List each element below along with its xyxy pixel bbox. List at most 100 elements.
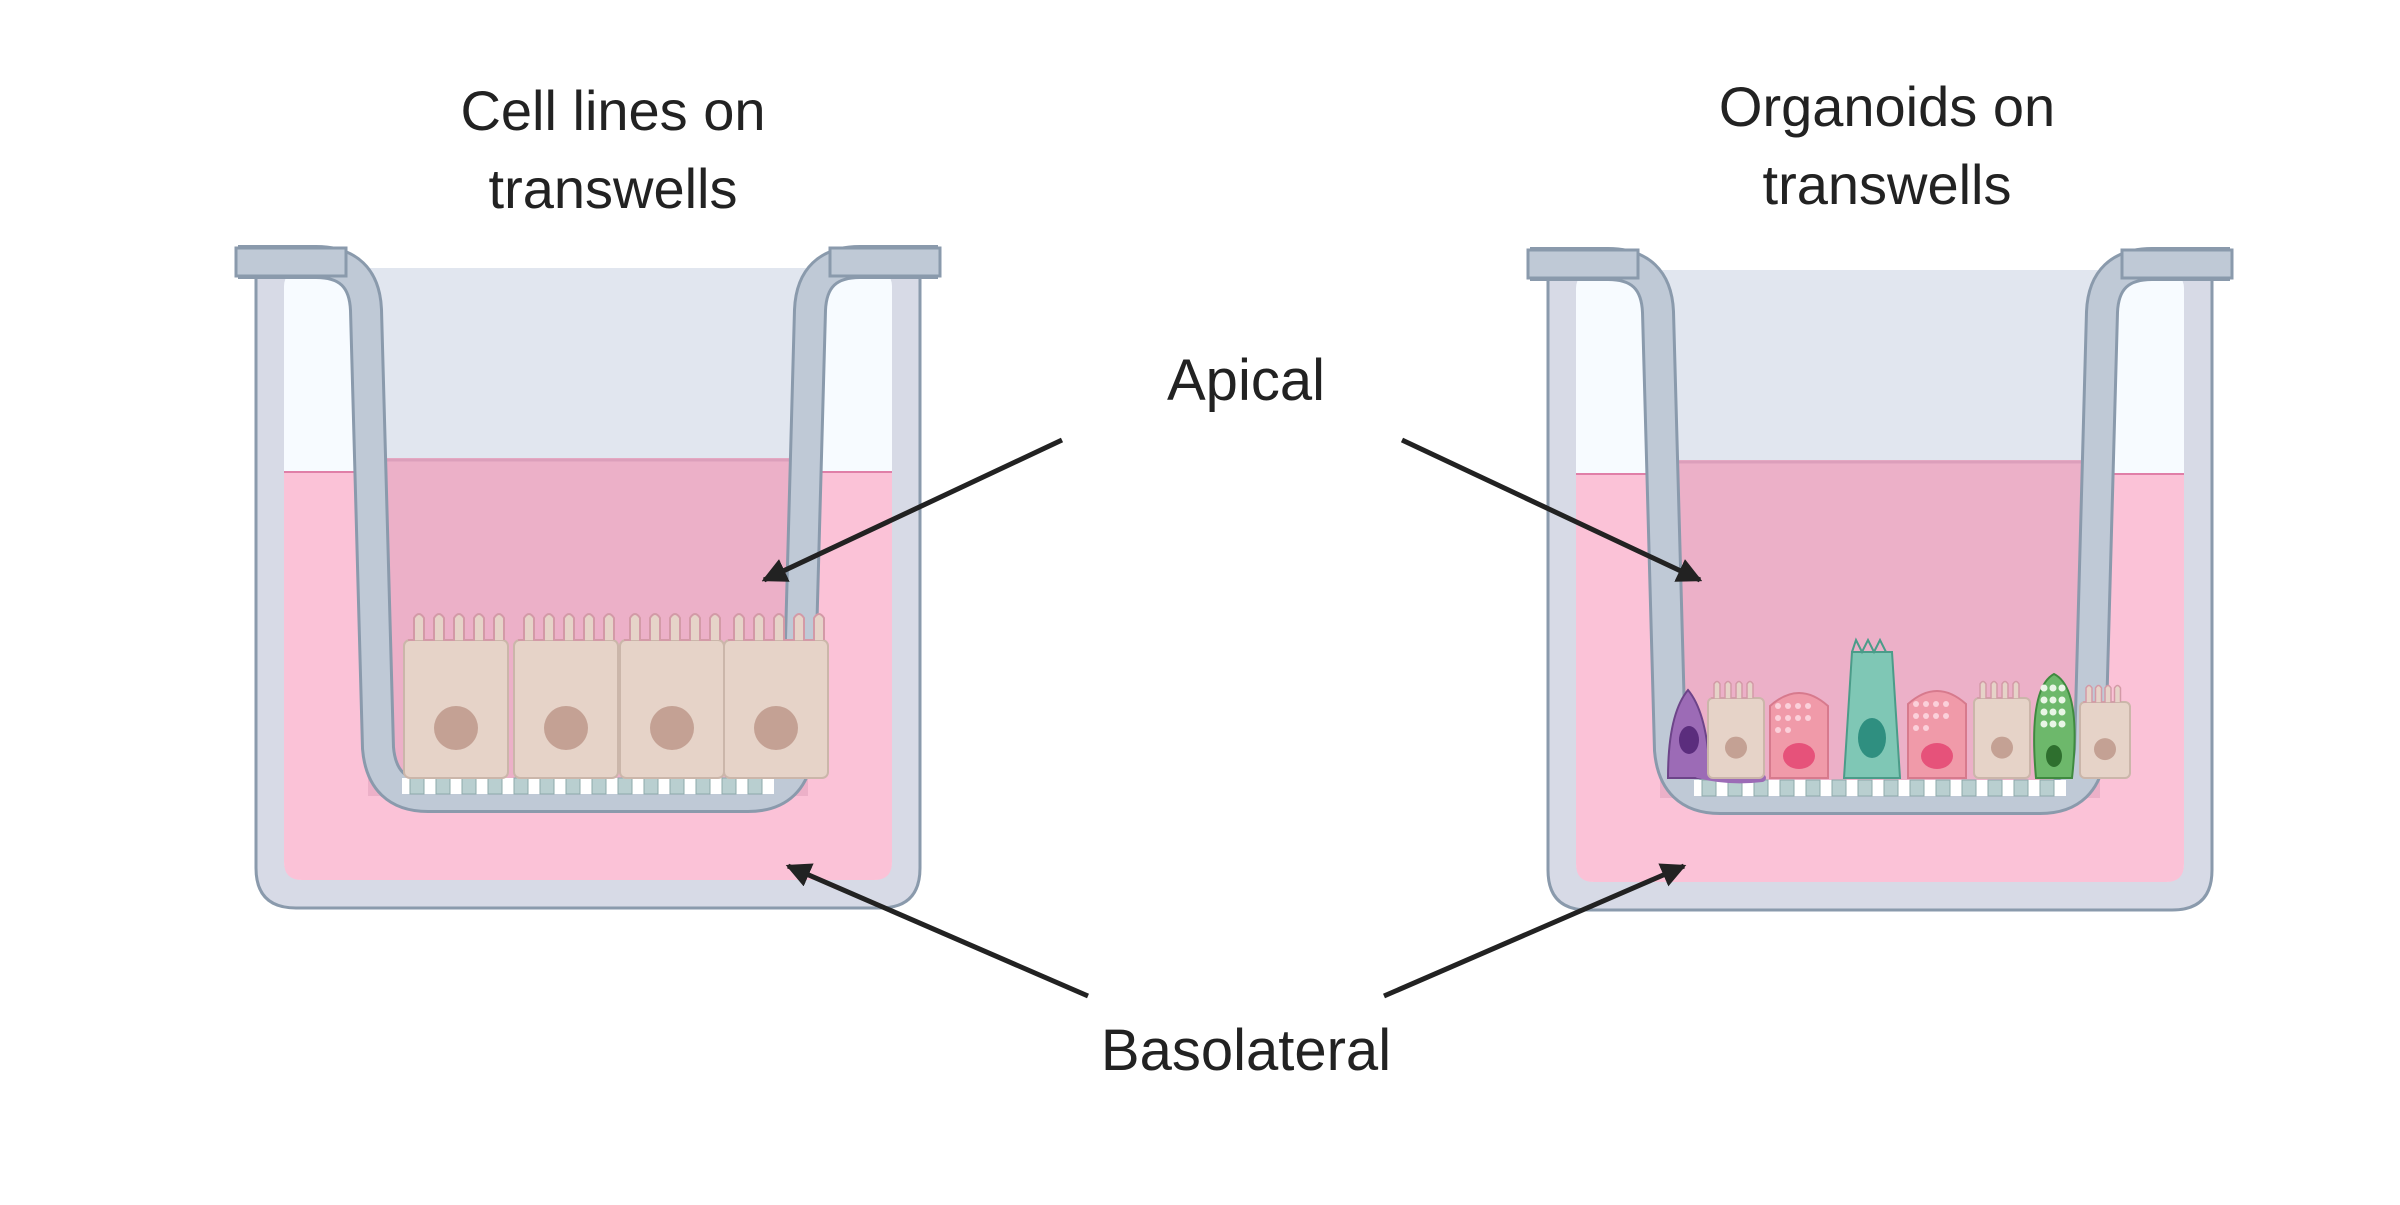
- membrane-pore: [409, 777, 425, 795]
- membrane-pore: [539, 777, 555, 795]
- membrane-pore: [643, 777, 659, 795]
- title-organoids-line2: transwells: [1762, 153, 2012, 216]
- paneth-granule: [2058, 720, 2066, 728]
- membrane-pore: [591, 777, 607, 795]
- teal-cell-apex: [1851, 637, 1892, 655]
- insert-headspace: [368, 268, 808, 458]
- cell-nucleus: [1991, 736, 2013, 759]
- transwell-organoids: [1526, 247, 2234, 912]
- membrane-pore: [1961, 779, 1977, 797]
- label-basolateral: Basolateral: [1100, 1018, 1392, 1083]
- mucin-granule: [1775, 727, 1781, 733]
- mucin-granule: [1775, 703, 1781, 709]
- membrane-pore: [721, 777, 737, 795]
- mucin-granule: [1923, 725, 1929, 731]
- membrane-pore: [1987, 779, 2003, 797]
- cell-nucleus: [650, 706, 694, 750]
- membrane-pore: [669, 777, 685, 795]
- teal-cell-nucleus: [1858, 718, 1886, 758]
- mucin-granule: [1795, 703, 1801, 709]
- paneth-granule: [2058, 684, 2066, 692]
- membrane-pore: [617, 777, 633, 795]
- insert-wall: [1530, 250, 2230, 812]
- paneth-granule: [2049, 696, 2057, 704]
- membrane-pore: [1805, 779, 1821, 797]
- paneth-granule: [2058, 696, 2066, 704]
- title-cell-lines-line1: Cell lines on: [460, 79, 766, 142]
- enteroendocrine-nucleus: [1679, 726, 1699, 754]
- microvilli: [1977, 680, 2020, 699]
- membrane-pore: [1857, 779, 1873, 797]
- mucin-granule: [1805, 703, 1811, 709]
- paneth-granule: [2058, 708, 2066, 716]
- title-cell-lines-line2: transwells: [488, 157, 738, 220]
- mucin-granule: [1805, 715, 1811, 721]
- mucin-granule: [1785, 703, 1791, 709]
- cell-nucleus: [2094, 738, 2116, 761]
- insert-headspace: [1660, 270, 2100, 460]
- transwell-cell-lines: [234, 245, 942, 910]
- cell-nucleus: [434, 706, 478, 750]
- cell-nucleus: [1725, 736, 1747, 759]
- mucin-granule: [1795, 715, 1801, 721]
- mucin-granule: [1785, 715, 1791, 721]
- mucin-granule: [1943, 701, 1949, 707]
- mucin-granule: [1943, 713, 1949, 719]
- arrow-apical-right: [1400, 437, 1703, 583]
- arrow-basolateral-left: [785, 863, 1089, 999]
- paneth-granule: [2049, 708, 2057, 716]
- membrane-pore: [513, 777, 529, 795]
- mucin-granule: [1913, 701, 1919, 707]
- membrane-pore: [1935, 779, 1951, 797]
- membrane-pore: [565, 777, 581, 795]
- goblet-nucleus: [1921, 743, 1953, 769]
- paneth-nucleus: [2046, 745, 2062, 767]
- microvilli: [1711, 680, 1754, 699]
- membrane-pore: [695, 777, 711, 795]
- paneth-granule: [2049, 720, 2057, 728]
- membrane-pore: [1883, 779, 1899, 797]
- teal-cell: [1842, 651, 1902, 779]
- paneth-granule: [2040, 696, 2048, 704]
- membrane-pore: [487, 777, 503, 795]
- paneth-granule: [2040, 720, 2048, 728]
- microvilli: [408, 613, 505, 641]
- cell-nucleus: [544, 706, 588, 750]
- insert-wall: [238, 248, 938, 810]
- membrane-pore: [1831, 779, 1847, 797]
- label-apical: Apical: [1167, 348, 1325, 413]
- arrows: [761, 437, 1703, 999]
- membrane-pore: [747, 777, 763, 795]
- title-organoids-line1: Organoids on: [1718, 75, 2056, 138]
- arrow-apical-left: [761, 437, 1064, 583]
- membrane-pore: [435, 777, 451, 795]
- mucin-granule: [1923, 713, 1929, 719]
- arrow-basolateral-right: [1383, 863, 1687, 999]
- title-organoids: Organoids on transwells: [1587, 68, 2187, 224]
- microvilli: [518, 613, 615, 641]
- mucin-granule: [1913, 713, 1919, 719]
- microvilli: [624, 613, 721, 641]
- microvilli: [728, 613, 825, 641]
- mucin-granule: [1933, 701, 1939, 707]
- mucin-granule: [1785, 727, 1791, 733]
- paneth-granule: [2049, 684, 2057, 692]
- mucin-granule: [1913, 725, 1919, 731]
- membrane-pore: [1779, 779, 1795, 797]
- paneth-granule: [2040, 708, 2048, 716]
- mucin-granule: [1775, 715, 1781, 721]
- goblet-nucleus: [1783, 743, 1815, 769]
- membrane-pore: [1701, 779, 1717, 797]
- membrane-pore: [461, 777, 477, 795]
- title-cell-lines: Cell lines on transwells: [313, 72, 913, 228]
- membrane-pore: [1909, 779, 1925, 797]
- paneth-granule: [2040, 684, 2048, 692]
- cell-nucleus: [754, 706, 798, 750]
- insert-rim-right: [2120, 248, 2234, 280]
- membrane-pore: [2039, 779, 2055, 797]
- mucin-granule: [1933, 713, 1939, 719]
- insert-rim-right: [828, 246, 942, 278]
- membrane-pore: [2013, 779, 2029, 797]
